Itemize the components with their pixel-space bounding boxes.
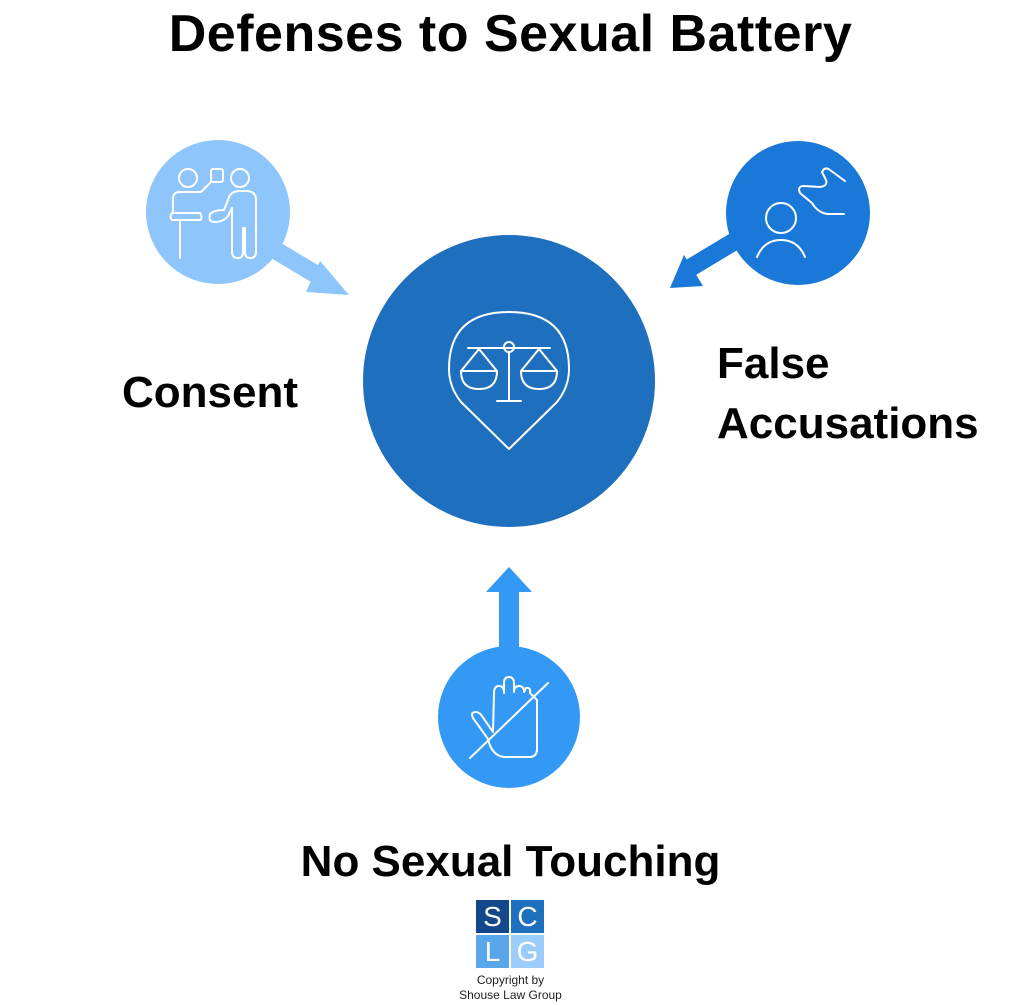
consent-circle (146, 140, 290, 284)
people-conversation-icon (169, 168, 257, 259)
no-touching-circle (438, 646, 580, 788)
scales-of-justice-pin-icon (448, 311, 570, 450)
logo-letter-c: C (511, 900, 544, 933)
page-title: Defenses to Sexual Battery (168, 5, 853, 63)
logo-letter-g: G (511, 935, 544, 968)
copyright-line1: Copyright by (476, 973, 545, 987)
no-touching-arrow (486, 567, 532, 650)
no-touch-hand-icon (469, 676, 549, 759)
sclg-logo: S C L G (476, 900, 544, 968)
consent-label: Consent (122, 368, 298, 417)
copyright-line2: Shouse Law Group (459, 988, 562, 1002)
false-accusations-label-line2: Accusations (717, 399, 979, 448)
no-sexual-touching-label: No Sexual Touching (300, 837, 721, 886)
logo-letter-l: L (476, 935, 509, 968)
logo-letter-s: S (476, 900, 509, 933)
false-accusations-circle (726, 141, 870, 285)
false-accusations-label-line1: False (717, 339, 830, 388)
false-accusations-arrow (670, 230, 745, 288)
person-false-story-icon (756, 167, 846, 258)
